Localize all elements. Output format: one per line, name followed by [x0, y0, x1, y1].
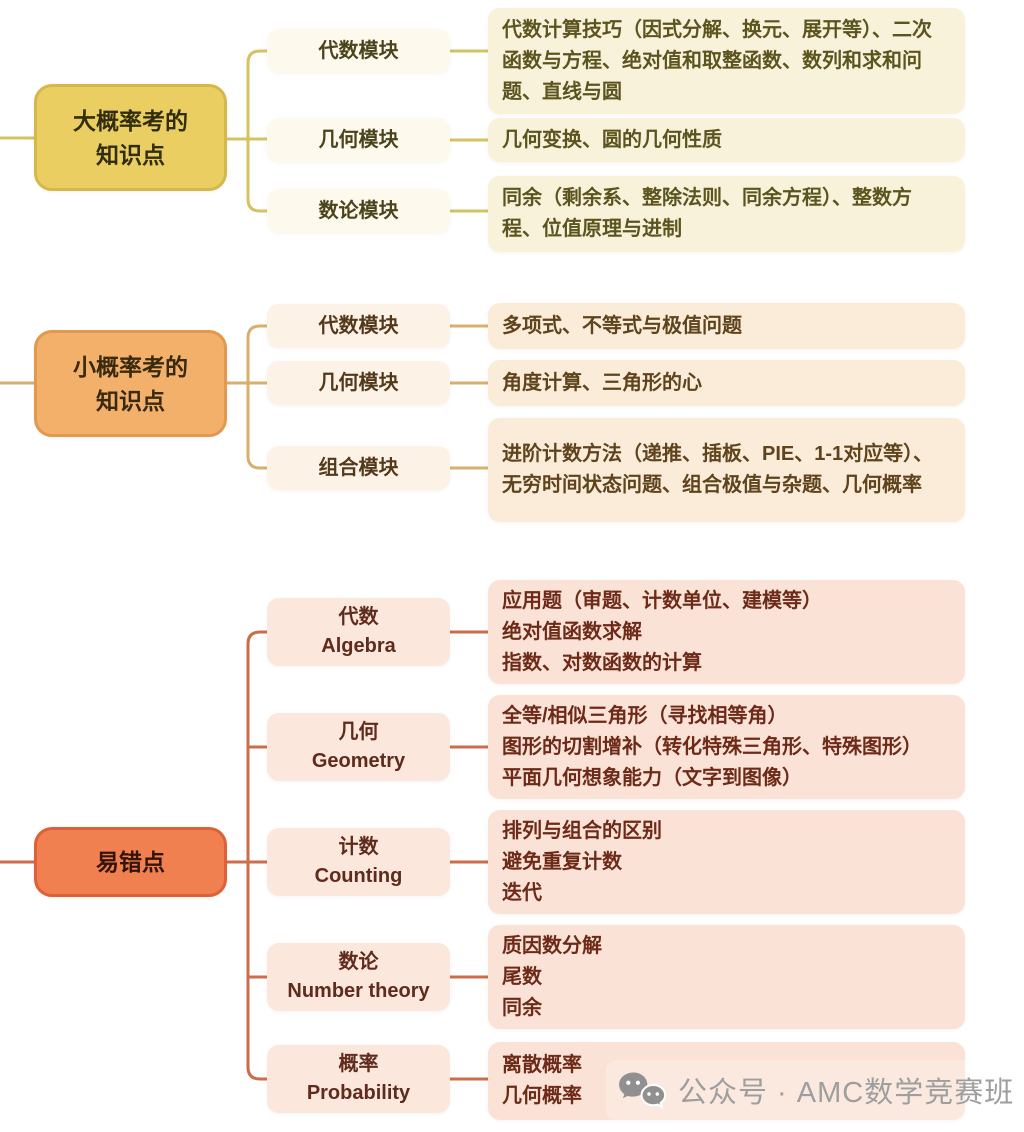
- child-node-ep-counting: 计数 Counting: [267, 828, 450, 896]
- child-node-ep-geometry: 几何 Geometry: [267, 713, 450, 781]
- detail-node-ep-algebra: 应用题（审题、计数单位、建模等） 绝对值函数求解 指数、对数函数的计算: [488, 580, 965, 684]
- detail-node-lp-algebra: 多项式、不等式与极值问题: [488, 303, 965, 349]
- root-node-high-probability: 大概率考的 知识点: [34, 84, 227, 191]
- child-node-hp-number-theory-module: 数论模块: [267, 189, 450, 233]
- detail-node-ep-counting: 排列与组合的区别 避免重复计数 迭代: [488, 810, 965, 914]
- child-node-ep-algebra: 代数 Algebra: [267, 598, 450, 666]
- detail-node-lp-combinatorics: 进阶计数方法（递推、插板、PIE、1-1对应等）、无穷时间状态问题、组合极值与杂…: [488, 418, 965, 522]
- child-node-lp-geometry-module: 几何模块: [267, 361, 450, 405]
- wechat-icon: [619, 1072, 666, 1109]
- connector-trunk: [246, 630, 269, 1081]
- detail-node-ep-probability: 离散概率 几何概率: [488, 1042, 965, 1120]
- connector-trunk: [246, 324, 269, 470]
- detail-node-ep-number-theory: 质因数分解 尾数 同余: [488, 925, 965, 1029]
- child-node-lp-combinatorics-module: 组合模块: [267, 446, 450, 490]
- detail-node-hp-geometry: 几何变换、圆的几何性质: [488, 118, 965, 162]
- detail-node-lp-geometry: 角度计算、三角形的心: [488, 360, 965, 406]
- detail-node-ep-geometry: 全等/相似三角形（寻找相等角） 图形的切割增补（转化特殊三角形、特殊图形） 平面…: [488, 695, 965, 799]
- child-node-hp-geometry-module: 几何模块: [267, 118, 450, 162]
- child-node-ep-number-theory: 数论 Number theory: [267, 943, 450, 1011]
- child-node-ep-probability: 概率 Probability: [267, 1045, 450, 1113]
- root-node-low-probability: 小概率考的 知识点: [34, 330, 227, 437]
- connector-trunk: [246, 49, 269, 213]
- detail-node-hp-number-theory: 同余（剩余系、整除法则、同余方程）、整数方程、位值原理与进制: [488, 176, 965, 252]
- child-node-lp-algebra-module: 代数模块: [267, 304, 450, 348]
- child-node-hp-algebra-module: 代数模块: [267, 29, 450, 73]
- detail-node-hp-algebra: 代数计算技巧（因式分解、换元、展开等）、二次函数与方程、绝对值和取整函数、数列和…: [488, 8, 965, 114]
- watermark-text: 公众号 · AMC数学竞赛班: [678, 1077, 1015, 1109]
- watermark: 公众号 · AMC数学竞赛班: [606, 1060, 1024, 1120]
- root-node-error-prone: 易错点: [34, 827, 227, 897]
